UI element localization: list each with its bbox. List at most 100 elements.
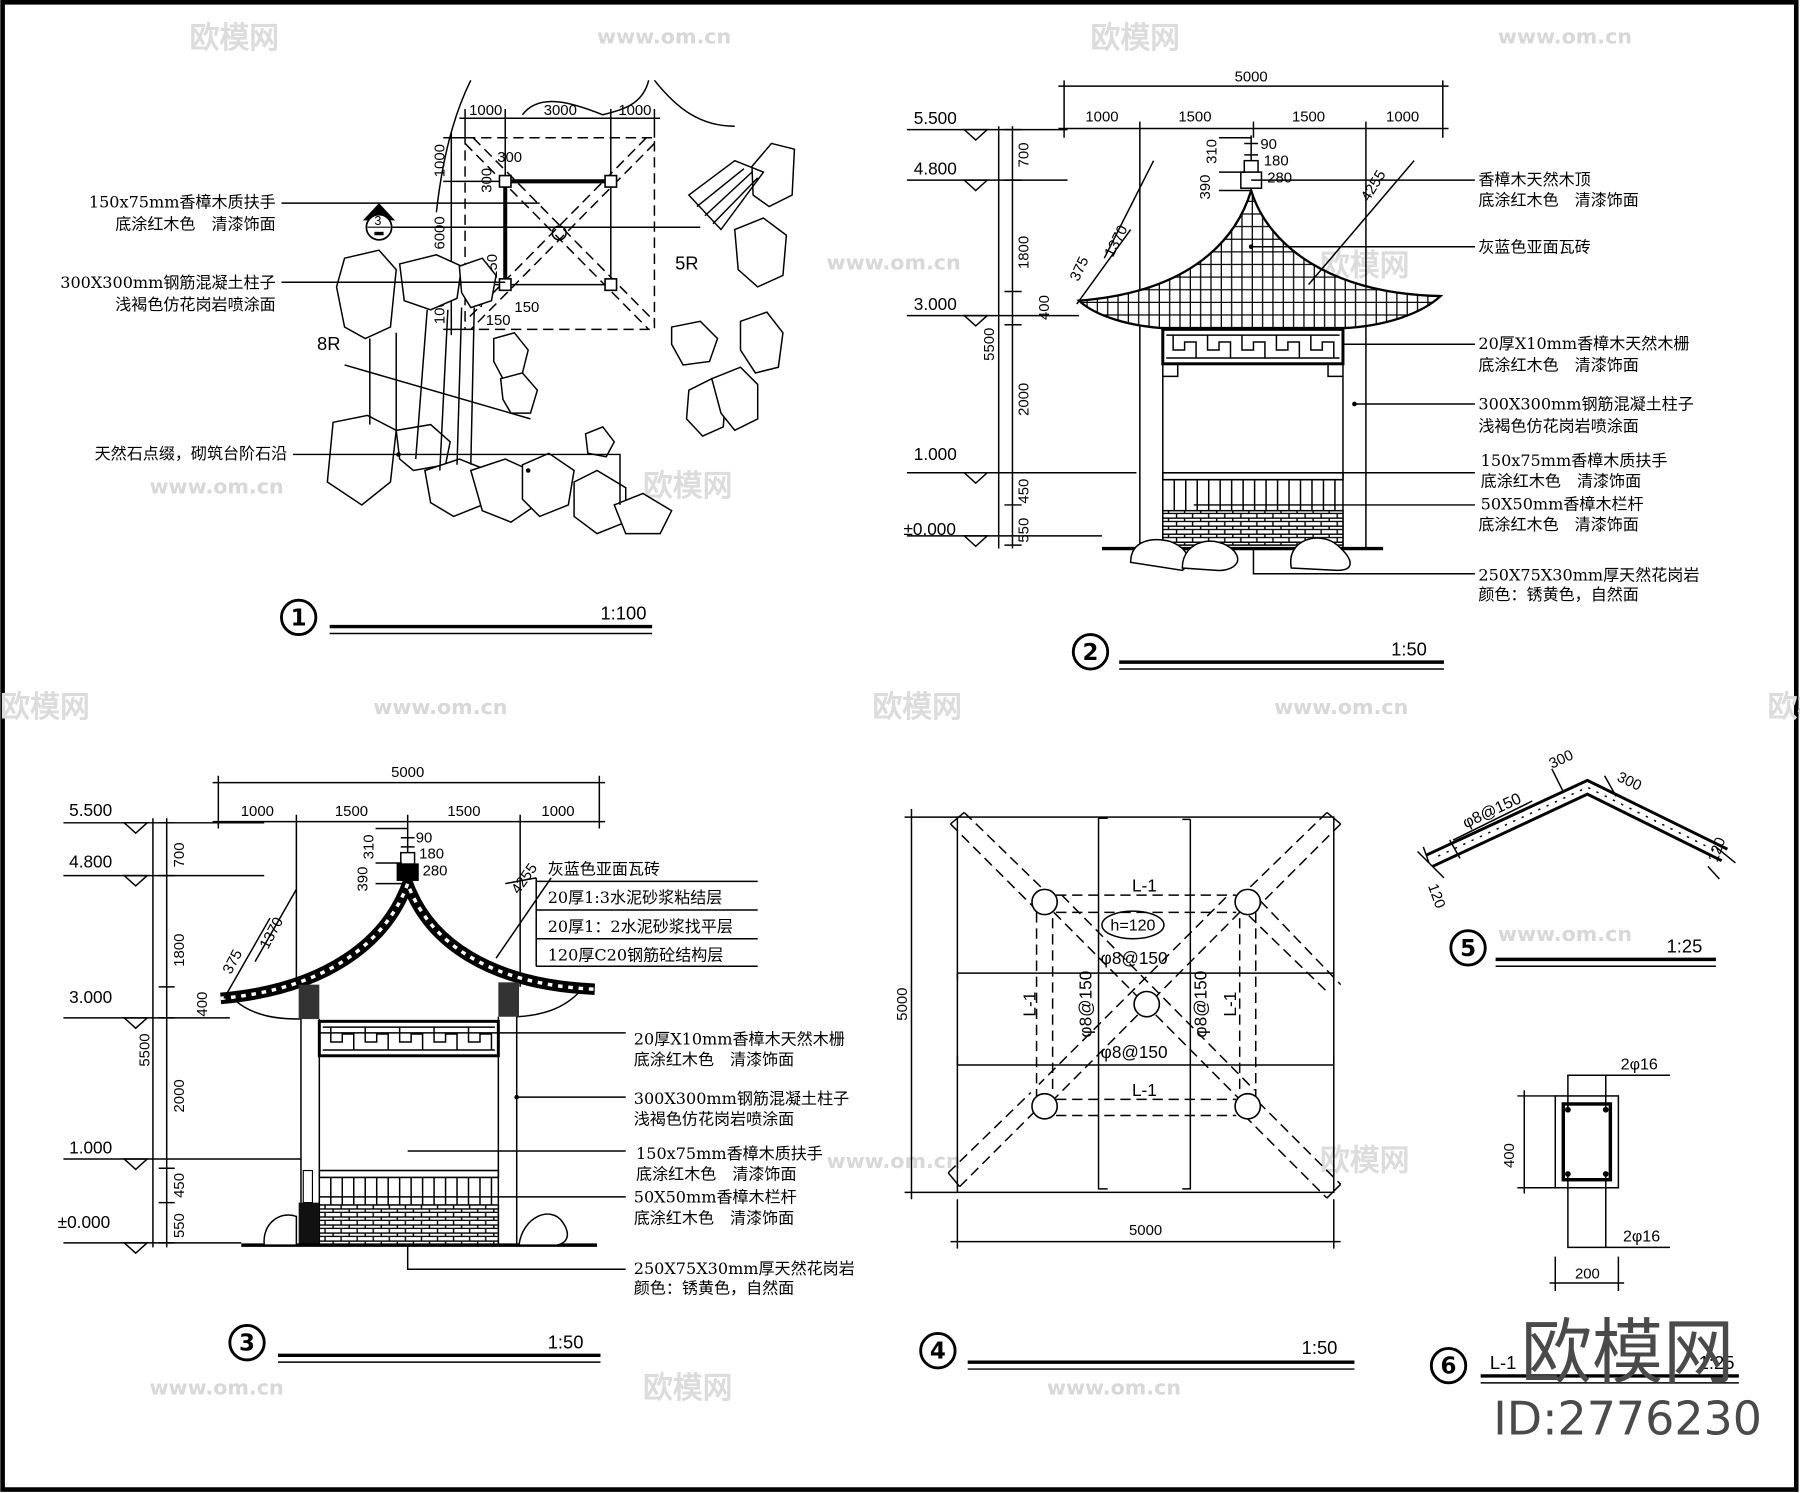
dim-label: 700: [172, 843, 188, 868]
beam-label: L-1: [1132, 876, 1157, 896]
note-handrail: 150x75mm香樟木质扶手: [636, 1144, 823, 1163]
watermark-url: www.om.cn: [827, 1149, 961, 1173]
view-number: 2: [1083, 640, 1099, 666]
view-number-badge: [1071, 633, 1110, 671]
dim-label: 2000: [1017, 383, 1033, 416]
dim-label: 1000: [432, 144, 448, 177]
view-6-beam-section: 2φ16 2φ16 400 200 6 L-1 1:25: [1429, 1056, 1739, 1385]
view-4-roof-structure-plan: 5000 5000 L-1 L-1 L-1 L-1 h=120 φ8@150 φ…: [895, 809, 1355, 1370]
rebar-label: φ8@150: [1101, 948, 1168, 968]
view-scale: 1:25: [1667, 935, 1703, 956]
granite-base: [318, 1204, 500, 1246]
balusters: [330, 1177, 493, 1205]
watermark-brand: 欧模网: [643, 469, 732, 504]
base-rocks: [1129, 537, 1351, 572]
note-lattice-finish: 底涂红木色 清漆饰面: [1478, 356, 1638, 375]
rebar-label: 2φ16: [1621, 1056, 1658, 1074]
dim-label: 5000: [391, 765, 424, 781]
dim-label: 5000: [895, 988, 911, 1021]
dim-label: 310: [361, 834, 377, 859]
terrain-contour: [521, 80, 650, 116]
note-column-finish: 浅褐色仿花岗岩喷涂面: [115, 295, 275, 314]
dim-label: 1500: [1292, 110, 1325, 126]
level-label: 1.000: [69, 1137, 112, 1157]
base-rocks: [263, 1213, 569, 1246]
note-handrail-finish: 底涂红木色 清漆饰面: [636, 1165, 796, 1184]
dim-label: 390: [356, 867, 372, 892]
watermark-brand: 欧模网: [1090, 21, 1179, 56]
wood-lattice: [317, 1019, 500, 1058]
view-number-badge: [919, 1332, 957, 1370]
brand-id: ID:2776230: [1493, 1391, 1762, 1445]
dim-label: 200: [1575, 1266, 1600, 1282]
note-handrail-finish: 底涂红木色 清漆饰面: [1481, 472, 1641, 491]
section-marker-3[interactable]: 3: [362, 203, 701, 241]
level-label: 3.000: [914, 294, 957, 314]
watermark-url: www.om.cn: [1274, 695, 1408, 719]
note-baluster: 50X50mm香樟木栏杆: [634, 1188, 797, 1207]
watermark-url: www.om.cn: [373, 695, 507, 719]
note-granite: 250X75X30mm厚天然花岗岩: [634, 1259, 855, 1278]
roof-slab: [1426, 778, 1729, 868]
stirrup: [1561, 1102, 1613, 1182]
level-markers: 5.500 4.800 3.000 1.000 ±0.000: [58, 800, 301, 1255]
level-label: 1.000: [914, 444, 957, 464]
dim-label: 1500: [447, 804, 480, 820]
watermark-url: www.om.cn: [1047, 1375, 1181, 1399]
watermark-url: www.om.cn: [827, 251, 961, 275]
roof-outline: [956, 816, 1335, 1194]
note-column: 300X300mm钢筋混凝土柱子: [634, 1089, 849, 1108]
rebar-label: 2φ16: [1623, 1228, 1660, 1246]
level-label: 4.800: [69, 852, 112, 872]
dim-label: 550: [1017, 518, 1033, 543]
note-handrail: 150x75mm香樟木质扶手: [1481, 451, 1668, 470]
radius-label-5r: 5R: [675, 253, 698, 274]
dim-label: 310: [1205, 139, 1221, 164]
note-baluster-finish: 底涂红木色 清漆饰面: [1478, 515, 1638, 534]
column: [1139, 327, 1367, 549]
dim-label: 1500: [335, 804, 368, 820]
view-title: L-1: [1490, 1352, 1517, 1373]
note-bond-layer: 20厚1:3水泥砂浆粘结层: [548, 888, 723, 907]
diagonal-beams: [464, 137, 655, 330]
watermark-url: www.om.cn: [1498, 25, 1632, 49]
view-3-section: 5.500 4.800 3.000 1.000 ±0.000 700 1800 …: [58, 765, 855, 1363]
dim-label: 400: [1037, 295, 1053, 320]
natural-stone-rocks: [326, 142, 796, 535]
handrail: [1161, 471, 1344, 481]
dim-label: 280: [1267, 170, 1292, 186]
dim-label: 5500: [137, 1033, 153, 1066]
dim-label: 450: [1017, 479, 1033, 504]
note-lattice: 20厚X10mm香樟木天然木栅: [1478, 334, 1689, 353]
level-label: 5.500: [69, 800, 112, 820]
dim-label: 1500: [1178, 110, 1211, 126]
watermark-brand: 欧模网: [1768, 690, 1800, 725]
dim-label: 5500: [982, 328, 998, 361]
view-number: 3: [239, 1331, 255, 1357]
watermark-url: www.om.cn: [149, 1375, 283, 1399]
watermark-brand: 欧模网: [643, 1371, 732, 1406]
terrain-contour: [435, 79, 472, 213]
view-number: 1: [291, 605, 307, 631]
dim-label: 300: [479, 168, 495, 193]
dim-label: 90: [416, 830, 433, 846]
rebar-label: φ8@150: [1076, 971, 1096, 1038]
handrail: [318, 1169, 500, 1179]
dim-label: 3000: [544, 103, 577, 119]
dim-label: 280: [423, 864, 448, 880]
level-label: 3.000: [69, 987, 112, 1007]
note-column: 300X300mm钢筋混凝土柱子: [60, 273, 275, 292]
dim-label: 1000: [1085, 110, 1118, 126]
note-column: 300X300mm钢筋混凝土柱子: [1478, 395, 1693, 414]
watermark-brand: 欧模网: [1320, 1144, 1409, 1179]
dim-label: 450: [172, 1173, 188, 1198]
slab-thickness: h=120: [1110, 917, 1155, 935]
view-number-badge: [228, 1324, 266, 1362]
radius-leader: [344, 364, 531, 420]
watermark-url: www.om.cn: [597, 25, 731, 49]
note-handrail-finish: 底涂红木色 清漆饰面: [115, 215, 275, 234]
level-markers: 5.500 4.800 3.000 1.000 ±0.000: [903, 108, 1137, 548]
dim-label: 5000: [1235, 69, 1268, 85]
rebar-label: φ8@150: [1101, 1042, 1168, 1062]
